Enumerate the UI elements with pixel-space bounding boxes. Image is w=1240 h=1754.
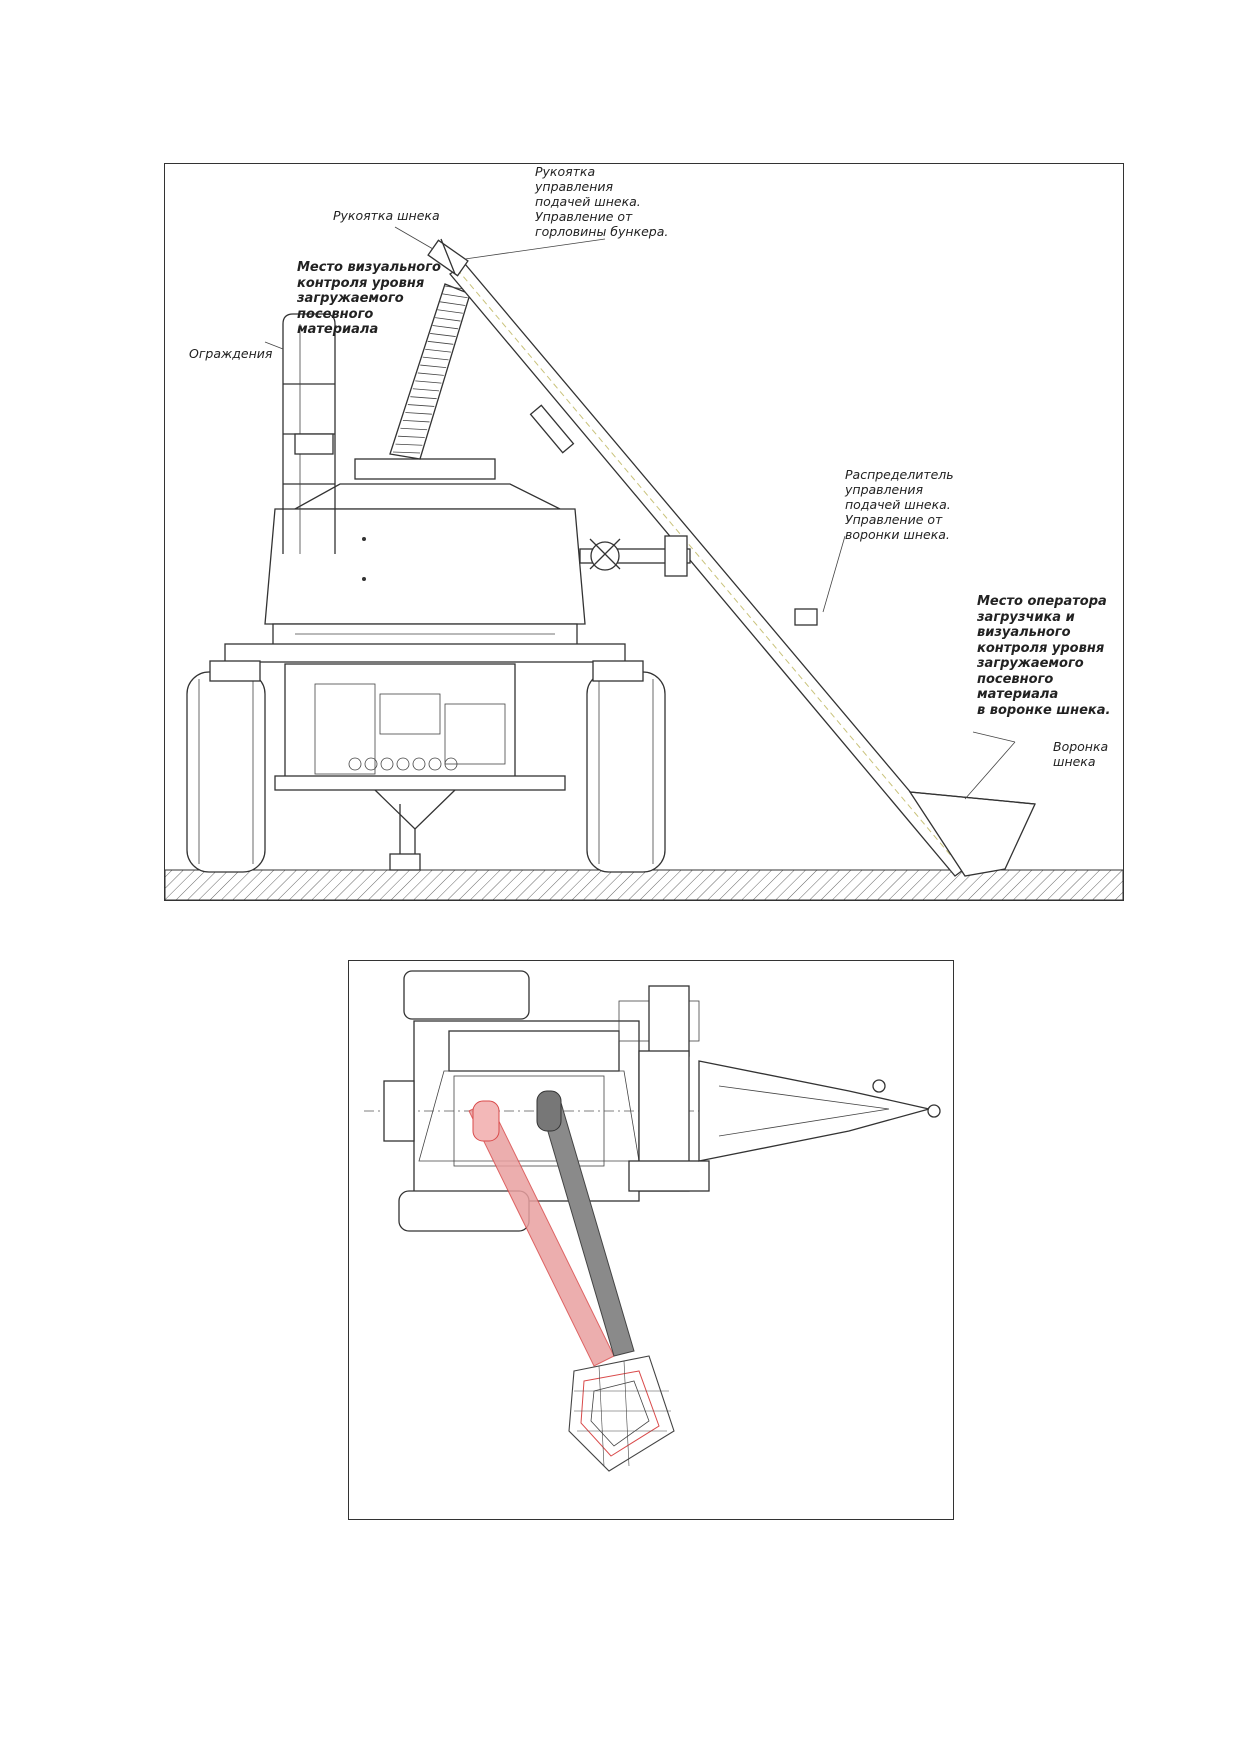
rear-view-drawing [165,226,1123,900]
hose-coil [420,364,447,369]
label-distributor: Распределитель управления подачей шнека.… [845,467,954,542]
ground [165,869,1123,900]
label-visual-control: Место визуального контроля уровня загруж… [297,260,441,337]
top-body [364,985,924,1232]
hose-coil [415,380,442,384]
auger-tube [427,238,1036,877]
hose-coil [427,340,454,345]
top-view-drawing [364,970,941,1472]
spiral-hose [389,283,471,460]
left-wheel [186,671,266,873]
top-view-figure [348,960,954,1520]
hose-coil [430,333,456,337]
hose-coil [410,396,437,400]
label-auger-feed-handle: Рукоятка управления подачей шнека. Управ… [535,164,669,239]
hose-coil [400,427,428,431]
top-tank [403,970,530,1020]
hose-coil [397,435,425,438]
hose-coil [432,325,459,330]
label-guards: Ограждения [189,346,273,361]
rear-view-figure: Рукоятка шнека Рукоятка управления подач… [164,163,1124,901]
hose-coil [412,388,440,392]
hose-coil [422,356,449,361]
hose-coil [407,404,435,407]
seed-hopper [264,458,586,655]
label-auger-hopper: Воронка шнека [1053,739,1109,769]
red-auger [468,1100,615,1367]
hose-coil [392,451,421,454]
hose-coil [402,419,430,423]
hose-coil [417,372,444,376]
hose-coil [437,309,463,314]
hose-coil [395,443,423,446]
top-auger-hoppers [568,1355,675,1472]
top-drawbar [698,1060,941,1162]
hose-coil [405,412,432,415]
hose-coil [439,301,466,306]
label-operator-place: Место оператора загрузчика и визуального… [977,594,1111,718]
label-auger-handle: Рукоятка шнека [333,208,440,223]
hose-coil [435,317,461,322]
dark-auger [536,1090,635,1357]
right-wheel [586,671,666,873]
hose-coil [442,293,468,299]
leader-lines [264,226,1016,800]
chassis-frame [209,643,644,871]
hose-coil [425,348,451,353]
guard-ladder [282,313,336,554]
